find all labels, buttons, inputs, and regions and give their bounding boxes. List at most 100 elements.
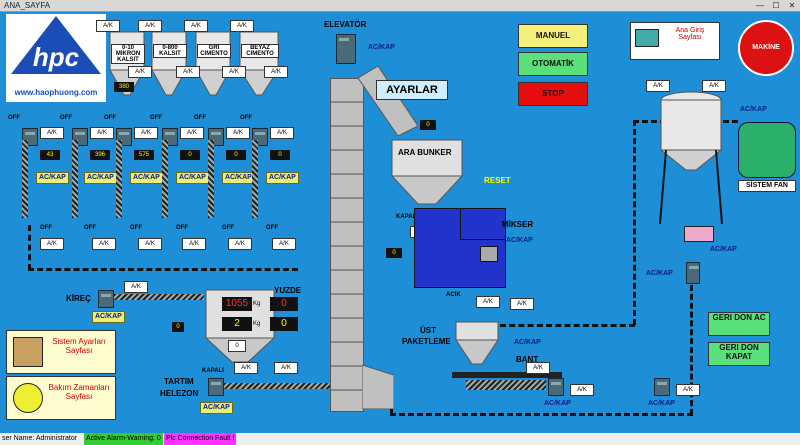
bottom-motor-icon	[548, 378, 564, 396]
helezon-ackap[interactable]: AC/KAP	[200, 402, 233, 414]
silo-3-ak-button[interactable]: A/K	[184, 20, 208, 32]
return-ackap[interactable]: AC/KAP	[646, 270, 673, 277]
valve-6-ak[interactable]: A/K	[272, 238, 296, 250]
feeder-5-ak[interactable]: A/K	[226, 127, 250, 139]
valve-5-off: OFF	[222, 225, 234, 231]
feeder-4-off: OFF	[150, 115, 162, 121]
feeder-5-value: 0	[226, 150, 246, 160]
feeder-conveyor-line	[28, 268, 298, 271]
helezon-ak[interactable]: A/K	[274, 362, 298, 374]
feeder-1-ackap[interactable]: AC/KAP	[36, 172, 69, 184]
fan-icon	[738, 122, 796, 178]
return-bottom-ackap[interactable]: AC/KAP	[648, 400, 675, 407]
makine-logo: MAKİNE	[738, 20, 794, 76]
valve-5-ak[interactable]: A/K	[228, 238, 252, 250]
ana-giris-button[interactable]: Ana Giriş Sayfası	[630, 22, 720, 60]
bottom-screw	[466, 380, 546, 390]
helezon-label: HELEZON	[160, 389, 199, 398]
feeder-2-off: OFF	[60, 115, 72, 121]
feeder-6-ackap[interactable]: AC/KAP	[266, 172, 299, 184]
silo-4: BEYAZ CIMENTO	[238, 30, 280, 100]
feeder-2-ak[interactable]: A/K	[90, 127, 114, 139]
elevator-ackap[interactable]: AC/KAP	[368, 44, 395, 51]
feeder-4-ackap[interactable]: AC/KAP	[176, 172, 209, 184]
ara-bunker-label: ARA BUNKER	[398, 148, 452, 157]
outlet-ackap[interactable]: AC/KAP	[710, 246, 737, 253]
bant-ak[interactable]: A/K	[526, 362, 550, 374]
tartim-label: TARTIM	[164, 377, 194, 386]
elevator-base-shape	[361, 364, 395, 410]
silo-3-gate-ak[interactable]: A/K	[222, 66, 246, 78]
silo-4-ak-button[interactable]: A/K	[230, 20, 254, 32]
status-bar: ser Name: Administrator Active Alarm-War…	[0, 433, 800, 445]
clock-icon	[13, 383, 43, 413]
elevator-chute-shape	[357, 65, 419, 137]
silo-3-label: GRI CIMENTO	[197, 44, 231, 58]
bottom-ak[interactable]: A/K	[570, 384, 594, 396]
filter-ak[interactable]: A/K	[646, 80, 670, 92]
paketleme-ackap[interactable]: AC/KAP	[514, 339, 541, 346]
feeder-2-value: 396	[90, 150, 110, 160]
kirec-ackap[interactable]: AC/KAP	[92, 311, 125, 323]
otomatik-button[interactable]: OTOMATİK	[518, 52, 588, 76]
sistem-ayarlari-button[interactable]: Sistem Ayarları Sayfası	[6, 330, 116, 374]
feeder-1-value: 43	[40, 150, 60, 160]
silo-4-shape	[239, 31, 279, 96]
elevator-base	[361, 364, 395, 410]
valve-3-ak[interactable]: A/K	[138, 238, 162, 250]
bottom-line	[390, 413, 693, 416]
kirec-ak[interactable]: A/K	[124, 281, 148, 293]
valve-4-ak[interactable]: A/K	[182, 238, 206, 250]
silo-2-gate-ak[interactable]: A/K	[176, 66, 200, 78]
close-button[interactable]: ✕	[788, 1, 796, 10]
feeder-4-ak[interactable]: A/K	[180, 127, 204, 139]
valve-1-ak[interactable]: A/K	[40, 238, 64, 250]
stop-button[interactable]: STOP	[518, 82, 588, 106]
logo-url: www.haophuong.com	[14, 88, 98, 97]
minimize-button[interactable]: —	[756, 1, 764, 10]
silo-4-gate-ak[interactable]: A/K	[264, 66, 288, 78]
scale-unit-1: Kg	[253, 301, 261, 307]
silo-2-shape	[151, 31, 187, 96]
geri-don-ac-button[interactable]: GERI DON AC	[708, 312, 770, 336]
feeder-3-ackap[interactable]: AC/KAP	[130, 172, 163, 184]
silo-1: 0-10 MIKRON KALSIT 380	[108, 30, 146, 100]
feeder-2-ackap[interactable]: AC/KAP	[84, 172, 117, 184]
feeder-5-ackap[interactable]: AC/KAP	[222, 172, 255, 184]
silo-1-value: 380	[114, 82, 134, 92]
manuel-button[interactable]: MANUEL	[518, 24, 588, 48]
maximize-button[interactable]: ☐	[772, 1, 780, 10]
valve-3-off: OFF	[130, 225, 142, 231]
silo-1-ak-button[interactable]: A/K	[96, 20, 120, 32]
silo-2-ak-button[interactable]: A/K	[138, 20, 162, 32]
silo-3: GRI CIMENTO	[194, 30, 232, 100]
filter-ak-2[interactable]: A/K	[702, 80, 726, 92]
ayarlar-button[interactable]: AYARLAR	[376, 80, 448, 100]
geri-don-kapat-button[interactable]: GERI DON KAPAT	[708, 342, 770, 366]
feeder-1-off: OFF	[8, 115, 20, 121]
bottom-ackap[interactable]: AC/KAP	[544, 400, 571, 407]
feeder-6-ak[interactable]: A/K	[270, 127, 294, 139]
return-bottom-ak[interactable]: A/K	[676, 384, 700, 396]
fan-ackap[interactable]: AC/KAP	[740, 106, 767, 113]
scale-kg-1: 1055	[222, 297, 252, 311]
mixer-motor-icon	[460, 208, 506, 240]
valve-4-off: OFF	[176, 225, 188, 231]
silo-1-gate-ak[interactable]: A/K	[128, 66, 152, 78]
weigh-gate-ak[interactable]: 0	[228, 340, 246, 352]
valve-2-ak[interactable]: A/K	[92, 238, 116, 250]
helezon-screw	[224, 383, 334, 389]
valve-6-off: OFF	[266, 225, 278, 231]
feeder-3-ak[interactable]: A/K	[134, 127, 158, 139]
mixer-gate-ak[interactable]: A/K	[510, 298, 534, 310]
helezon-valve-ak[interactable]: A/K	[234, 362, 258, 374]
mixer-valve-ak[interactable]: A/K	[476, 296, 500, 308]
valve-2-off: OFF	[84, 225, 96, 231]
reset-button[interactable]: RESET	[484, 176, 511, 185]
mikser-ackap[interactable]: AC/KAP	[506, 237, 533, 244]
svg-text:hpc: hpc	[33, 42, 80, 72]
bakim-button[interactable]: Bakım Zamanları Sayfası	[6, 376, 116, 420]
kirec-motor-icon	[98, 290, 114, 308]
bant-belt	[452, 372, 562, 378]
feeder-1-ak[interactable]: A/K	[40, 127, 64, 139]
